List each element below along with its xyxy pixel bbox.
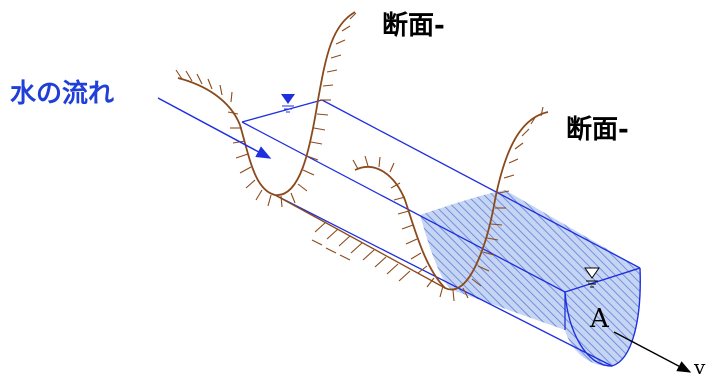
channel-edges bbox=[241, 99, 641, 367]
terrain-hatch-2 bbox=[352, 106, 544, 302]
water-surface-marker-icon bbox=[584, 267, 600, 288]
bed-hatch bbox=[311, 221, 411, 282]
section-1-label: 断面- bbox=[382, 10, 445, 41]
velocity-arrow bbox=[613, 331, 692, 373]
area-label: A bbox=[589, 304, 610, 334]
flow-label: 水の流れ bbox=[10, 79, 114, 109]
end-section-top-edge bbox=[564, 267, 641, 293]
velocity-label: v bbox=[693, 355, 706, 379]
terrain-section-1 bbox=[177, 11, 356, 196]
water-surface-marker-icon bbox=[281, 94, 295, 113]
flow-arrow bbox=[157, 97, 272, 159]
terrain-hatch-1 bbox=[175, 12, 357, 208]
channel-bed-line bbox=[274, 194, 446, 289]
terrain-section-2 bbox=[354, 111, 549, 291]
section-2-label: 断面- bbox=[566, 114, 629, 145]
